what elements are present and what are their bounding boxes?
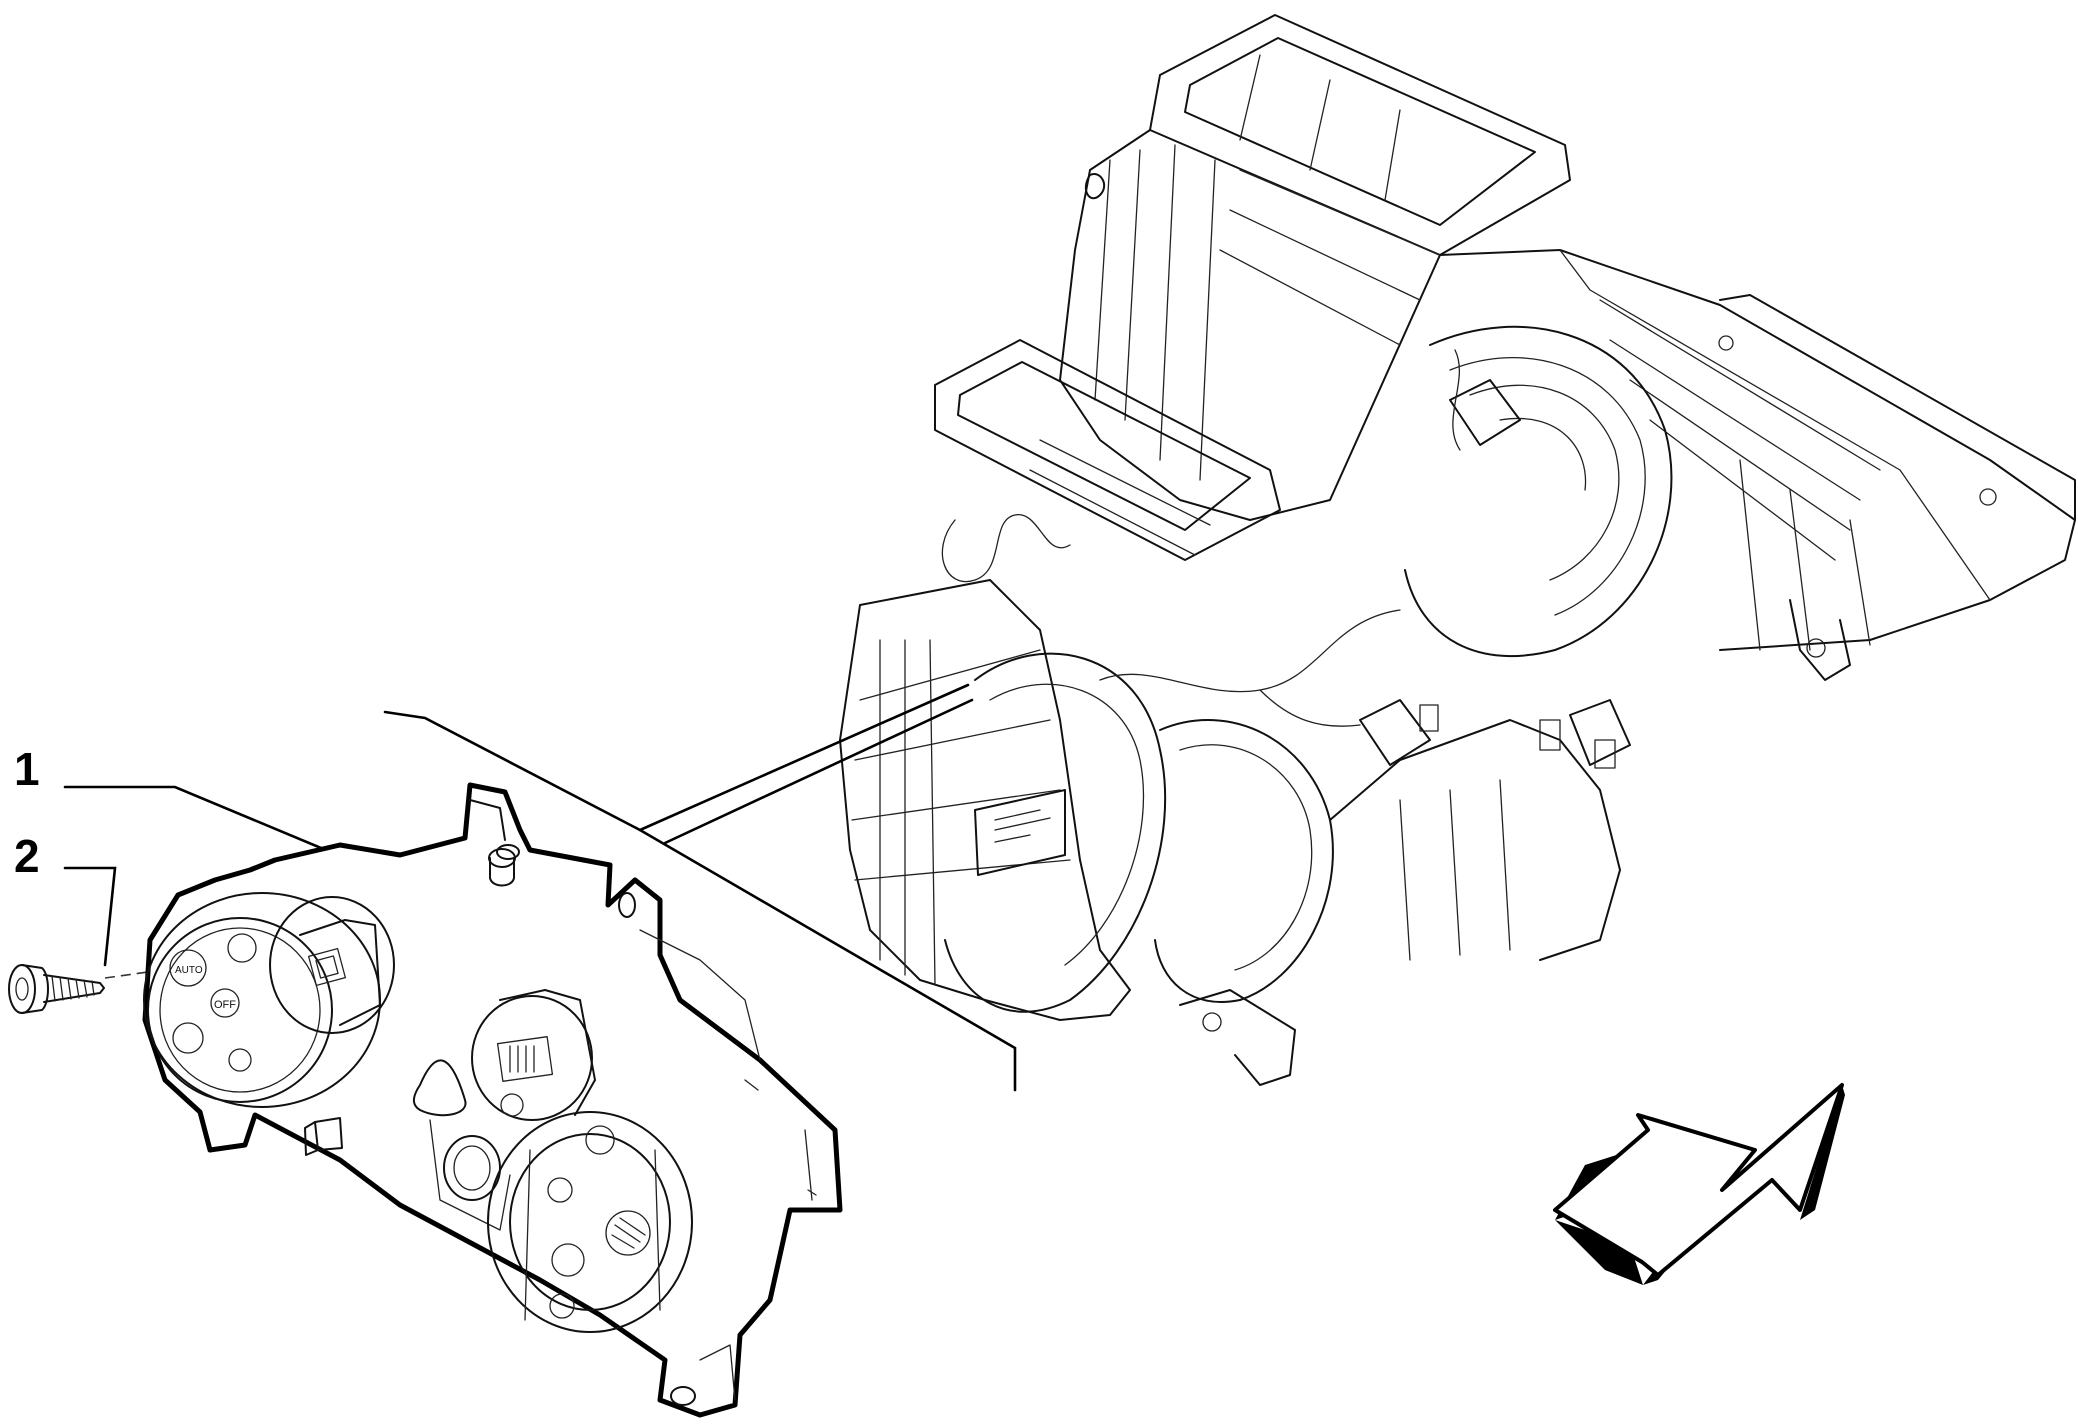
screw-illustration [8,964,105,1014]
direction-arrow-icon [1553,1083,1845,1285]
callouts: 1 2 [14,743,40,882]
callout-1-number: 1 [14,743,40,795]
svg-text:OFF: OFF [214,999,236,1011]
callout-2-number: 2 [14,830,40,882]
svg-text:AUTO: AUTO [175,965,203,976]
control-panel-illustration: OFF AUTO [142,782,843,1418]
hvac-unit-illustration [839,14,2076,1086]
